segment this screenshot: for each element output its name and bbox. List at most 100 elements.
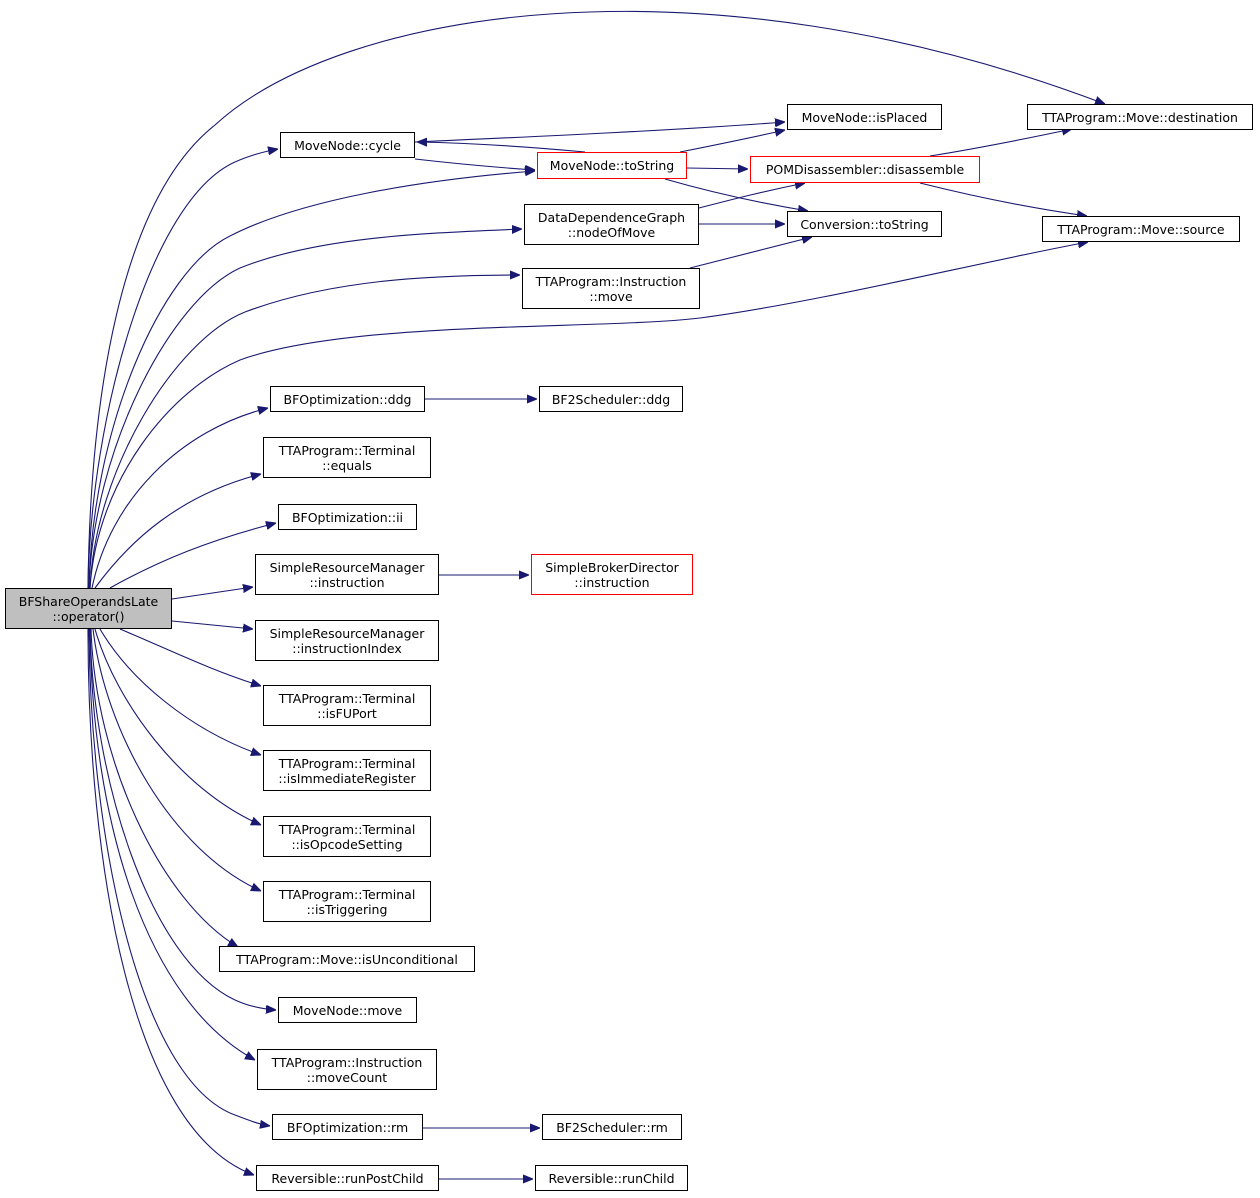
edge-root-to-bfopt_ii (109, 523, 276, 589)
node-srm-instruction[interactable]: SimpleResourceManager::instruction (255, 554, 439, 595)
node-label-line: MoveNode::cycle (294, 137, 401, 153)
node-bfopt-ddg[interactable]: BFOptimization::ddg (270, 386, 425, 412)
node-label-line: TTAProgram::Move::source (1057, 221, 1225, 237)
node-term-isopcode[interactable]: TTAProgram::Terminal::isOpcodeSetting (263, 816, 431, 857)
node-conv[interactable]: Conversion::toString (787, 211, 942, 237)
node-label-line: SimpleBrokerDirector (545, 559, 679, 575)
node-label: BFOptimization::ii (292, 510, 403, 525)
edge-mn_tostring-to-isplaced (679, 130, 785, 153)
edge-root-to-move_isuncond (90, 628, 238, 947)
node-label: TTAProgram::Terminal::isImmediateRegiste… (278, 756, 415, 786)
node-label-line: TTAProgram::Terminal (278, 755, 416, 771)
node-bfopt-rm[interactable]: BFOptimization::rm (272, 1114, 423, 1140)
node-label-line: TTAProgram::Instruction (271, 1054, 423, 1070)
node-term-istrig[interactable]: TTAProgram::Terminal::isTriggering (263, 881, 431, 922)
node-label-line: ::equals (322, 457, 372, 473)
node-label-line: ::isOpcodeSetting (291, 836, 403, 852)
edge-mn_tostring-to-cycle (417, 142, 586, 153)
node-label: MoveNode::toString (550, 158, 674, 173)
node-label: SimpleResourceManager::instructionIndex (270, 626, 425, 656)
edge-instr_move-to-conv (689, 237, 812, 269)
edge-root-to-destination (87, 10, 1105, 589)
edge-cycle-to-mn_tostring (414, 158, 535, 170)
node-isplaced[interactable]: MoveNode::isPlaced (787, 104, 942, 130)
node-label-line: MoveNode::move (292, 1002, 403, 1018)
edge-root-to-cycle (87, 149, 278, 589)
node-label: TTAProgram::Move::destination (1042, 110, 1238, 125)
edge-root-to-ddg_nodeofmove (88, 229, 522, 589)
node-bf2-ddg[interactable]: BF2Scheduler::ddg (539, 386, 683, 412)
node-term-isfuport[interactable]: TTAProgram::Terminal::isFUPort (263, 685, 431, 726)
node-label-line: ::nodeOfMove (567, 224, 656, 240)
edge-root-to-term_isfuport (119, 628, 261, 686)
node-pom[interactable]: POMDisassembler::disassemble (750, 156, 980, 183)
node-label: TTAProgram::Terminal::isOpcodeSetting (279, 822, 416, 852)
node-destination[interactable]: TTAProgram::Move::destination (1027, 104, 1253, 130)
node-label: BF2Scheduler::ddg (552, 392, 670, 407)
edge-root-to-term_isopcode (94, 628, 261, 825)
edge-root-to-term_isimm (99, 628, 261, 755)
node-label-line: TTAProgram::Move::isUnconditional (236, 951, 458, 967)
node-label: Reversible::runPostChild (271, 1171, 423, 1186)
node-label-line: ::operator() (52, 608, 125, 624)
node-label-line: SimpleResourceManager (269, 559, 425, 575)
node-label-line: BFOptimization::ddg (283, 391, 412, 407)
node-rev-runpostchild[interactable]: Reversible::runPostChild (256, 1165, 439, 1191)
node-label-line: Conversion::toString (800, 216, 929, 232)
node-term-isimm[interactable]: TTAProgram::Terminal::isImmediateRegiste… (263, 750, 431, 791)
node-label: SimpleBrokerDirector::instruction (545, 560, 679, 590)
node-sbd-instruction[interactable]: SimpleBrokerDirector::instruction (531, 554, 693, 595)
edge-root-to-mn_tostring (88, 171, 535, 589)
node-label-line: TTAProgram::Terminal (278, 886, 416, 902)
node-ddg-nodeofmove[interactable]: DataDependenceGraph::nodeOfMove (524, 204, 699, 245)
node-label: SimpleResourceManager::instruction (270, 560, 425, 590)
node-label-line: BFShareOperandsLate (18, 593, 159, 609)
node-label-line: ::moveCount (306, 1069, 388, 1085)
node-label-line: Reversible::runChild (548, 1170, 675, 1186)
node-label-line: MoveNode::toString (549, 158, 675, 173)
edge-root-to-bfopt_rm (88, 628, 270, 1126)
edge-root-to-srm_index (171, 620, 253, 629)
node-instr-movecount[interactable]: TTAProgram::Instruction::moveCount (257, 1049, 437, 1090)
node-label: TTAProgram::Instruction::move (536, 274, 687, 304)
edge-pom-to-destination (929, 129, 1072, 157)
node-label-line: TTAProgram::Instruction (535, 273, 687, 289)
node-label: MoveNode::cycle (294, 138, 401, 153)
node-label-line: SimpleResourceManager (269, 625, 425, 641)
node-mn-tostring[interactable]: MoveNode::toString (537, 152, 687, 179)
node-label-line: ::instructionIndex (292, 640, 402, 656)
edge-root-to-bfopt_ddg (91, 408, 268, 589)
node-label: TTAProgram::Terminal::isTriggering (279, 887, 416, 917)
edge-root-to-rev_runpostchild (87, 628, 254, 1175)
node-label-line: POMDisassembler::disassemble (765, 162, 965, 177)
node-mn-move[interactable]: MoveNode::move (278, 997, 417, 1023)
node-root: BFShareOperandsLate::operator() (5, 588, 172, 629)
node-label-line: ::move (589, 288, 633, 304)
node-source[interactable]: TTAProgram::Move::source (1042, 216, 1240, 242)
edge-cycle-to-isplaced (414, 122, 785, 143)
node-term-equals[interactable]: TTAProgram::Terminal::equals (263, 437, 431, 478)
node-label-line: ::instruction (309, 574, 385, 590)
node-label-line: ::instruction (574, 574, 650, 590)
edge-root-to-instr_movecount (89, 628, 255, 1060)
node-bf2-rm[interactable]: BF2Scheduler::rm (542, 1114, 682, 1140)
node-label-line: Reversible::runPostChild (271, 1170, 424, 1186)
edge-root-to-term_istrig (92, 628, 261, 891)
node-label: Conversion::toString (800, 217, 928, 232)
node-label-line: BFOptimization::rm (286, 1119, 409, 1135)
node-rev-runchild[interactable]: Reversible::runChild (535, 1165, 688, 1191)
edge-mn_tostring-to-pom (686, 168, 748, 169)
node-label-line: ::isImmediateRegister (278, 770, 416, 786)
node-label: TTAProgram::Move::isUnconditional (236, 952, 458, 967)
node-cycle[interactable]: MoveNode::cycle (280, 132, 415, 158)
node-srm-index[interactable]: SimpleResourceManager::instructionIndex (255, 620, 439, 661)
node-label: BF2Scheduler::rm (556, 1120, 668, 1135)
node-instr-move[interactable]: TTAProgram::Instruction::move (522, 268, 700, 309)
edge-ddg_nodeofmove-to-pom (698, 183, 805, 209)
node-move-isuncond[interactable]: TTAProgram::Move::isUnconditional (219, 946, 475, 972)
node-label-line: BF2Scheduler::ddg (551, 391, 671, 407)
node-bfopt-ii[interactable]: BFOptimization::ii (278, 504, 417, 530)
edge-root-to-source (89, 242, 1088, 589)
